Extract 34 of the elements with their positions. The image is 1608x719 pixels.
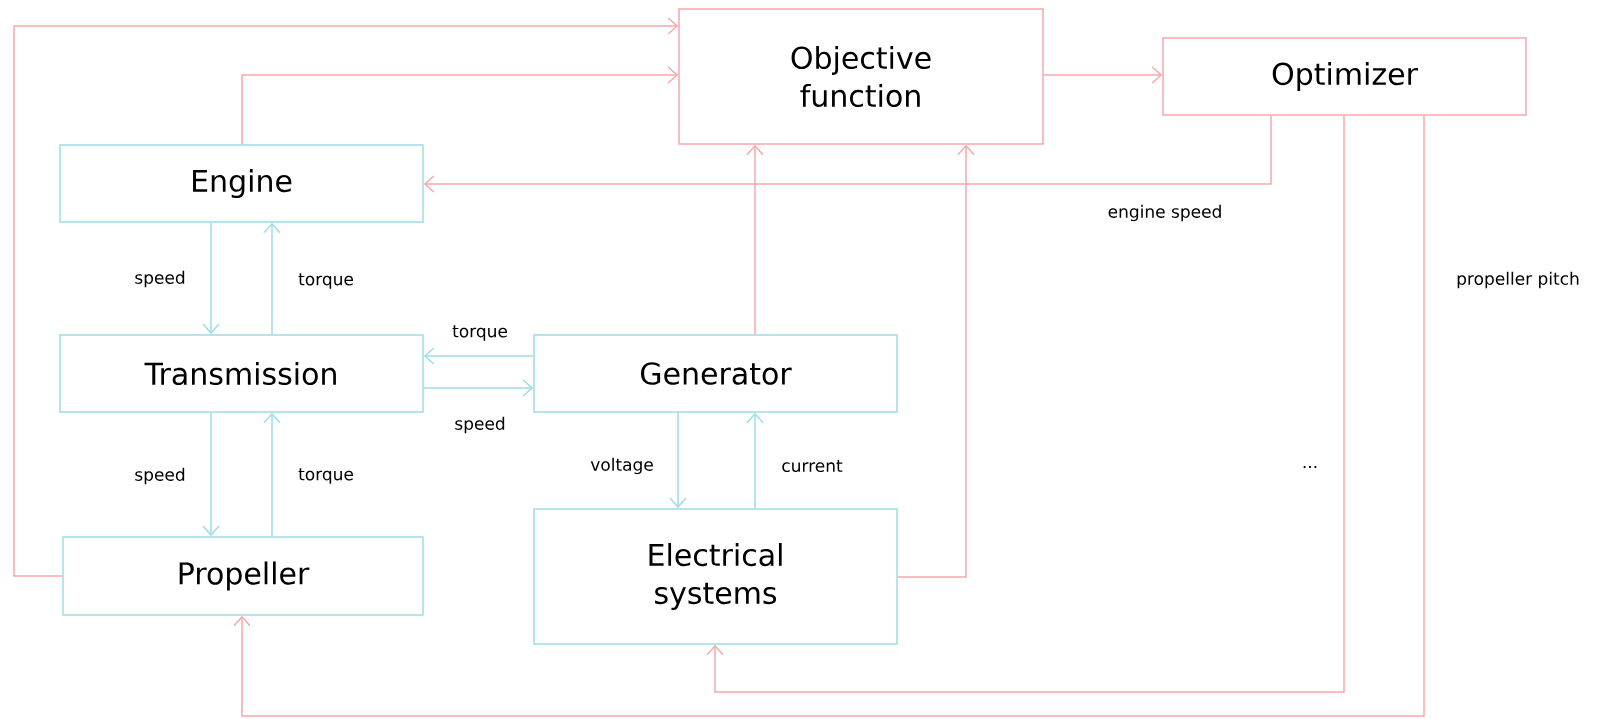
- arrow: [423, 347, 534, 365]
- arrow: [1043, 66, 1163, 84]
- edge-label: current: [779, 457, 845, 475]
- arrow: [423, 379, 534, 397]
- block-box: Transmission: [59, 334, 424, 413]
- edge-label: speed: [132, 465, 188, 487]
- note-text: ...: [1303, 465, 1317, 469]
- arrow: [263, 222, 281, 335]
- edge-label: propeller pitch: [1454, 269, 1582, 291]
- arrow: [233, 115, 1425, 717]
- edge-label: torque: [450, 323, 510, 343]
- arrow: [746, 144, 764, 335]
- arrow: [897, 144, 975, 578]
- block-box: Objective function: [678, 8, 1044, 145]
- arrow: [241, 66, 679, 145]
- arrow: [706, 115, 1345, 693]
- arrow: [263, 412, 281, 537]
- arrow: [746, 412, 764, 509]
- block-box: Generator: [533, 334, 898, 413]
- edge-label: speed: [452, 414, 508, 436]
- block-box: Electrical systems: [533, 508, 898, 645]
- arrow: [669, 412, 687, 509]
- block-box: Optimizer: [1162, 37, 1527, 116]
- arrow: [202, 222, 220, 335]
- edge-label: voltage: [588, 455, 656, 477]
- edge-label: speed: [132, 268, 188, 290]
- edge-label: torque: [296, 466, 356, 486]
- arrow: [423, 115, 1272, 193]
- block-box: Propeller: [62, 536, 424, 616]
- edge-label: torque: [296, 271, 356, 291]
- arrow: [13, 17, 679, 577]
- edge-label: engine speed: [1105, 202, 1225, 224]
- block-box: Engine: [59, 144, 424, 223]
- arrow: [202, 412, 220, 537]
